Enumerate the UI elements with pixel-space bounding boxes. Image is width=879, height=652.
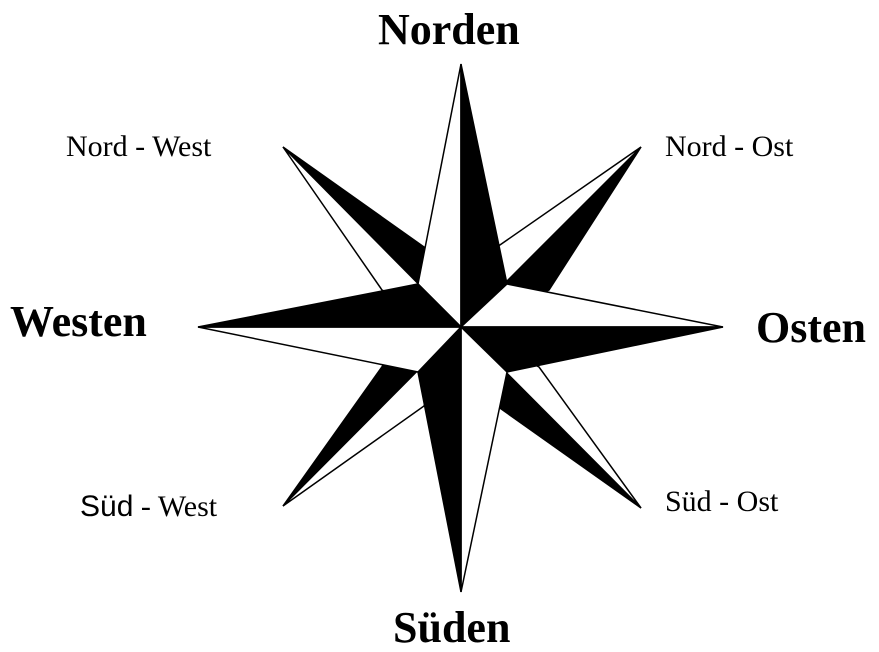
label-east: Osten bbox=[756, 306, 866, 350]
north-point-dark bbox=[461, 64, 507, 327]
label-south: Süden bbox=[393, 606, 510, 650]
label-north: Norden bbox=[378, 8, 520, 52]
label-southeast: Süd - Ost bbox=[665, 487, 778, 517]
label-northwest: Nord - West bbox=[66, 132, 211, 162]
north-point-light bbox=[418, 64, 461, 327]
cardinal-points bbox=[198, 64, 723, 592]
east-point-light bbox=[461, 284, 723, 327]
south-point-light bbox=[461, 327, 507, 592]
label-northeast: Nord - Ost bbox=[665, 132, 793, 162]
label-southwest-part1: Süd bbox=[80, 490, 133, 523]
label-southwest: Süd - West bbox=[80, 492, 217, 522]
west-point-light bbox=[198, 327, 461, 372]
south-point-dark bbox=[418, 327, 461, 592]
label-southwest-part2: - West bbox=[133, 490, 217, 523]
west-point-dark bbox=[198, 284, 461, 327]
label-west: Westen bbox=[10, 300, 147, 344]
